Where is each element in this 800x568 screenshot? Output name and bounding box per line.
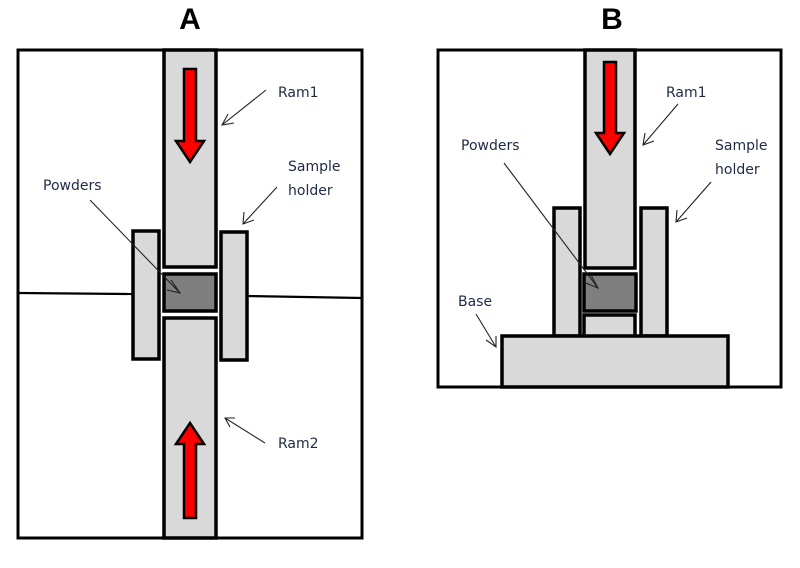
panel-b-powders-leader [503,162,600,290]
panel-a-split-line-right [246,294,363,300]
panel-b-holder-right [639,206,669,338]
panel-a-holder-left [131,229,161,361]
panel-a-ram2-leader [224,417,266,444]
panel-a-split-line-left [17,291,133,296]
panel-a-down-arrow-icon [173,67,207,165]
panel-b-base-leader [475,313,497,349]
panel-a-sample-holder-label-line2: holder [288,183,333,199]
panel-b-sample-holder-label-line2: holder [715,162,760,178]
panel-a-ram2-label: Ram2 [278,436,319,452]
panel-b-down-arrow-icon [593,60,627,157]
panel-b-base-label: Base [458,294,492,310]
panel-a-sample-holder-label-line1: Sample [288,159,341,175]
panel-b-holder-leader [675,181,712,223]
panel-b-ram1-label: Ram1 [666,85,707,101]
panel-a-title: A [179,3,201,36]
panel-b-powders-label: Powders [461,138,520,154]
panel-b: B Ram1 Sa [436,3,783,389]
panel-a-powders-leader [89,199,182,294]
panel-a-ram1-leader [220,89,267,126]
panel-b-base [500,334,730,389]
panel-b-title: B [601,3,623,36]
panel-b-ram1-leader [642,103,679,146]
panel-a-holder-right [219,230,249,362]
panel-b-holder-left [552,206,582,338]
panel-a-powder [162,272,218,313]
panel-b-sample-holder-label-line1: Sample [715,138,768,154]
panel-a-up-arrow-icon [173,420,207,520]
panel-a-ram1-label: Ram1 [278,85,319,101]
panel-a-powders-label: Powders [43,178,102,194]
panel-b-lower-plug [582,313,637,339]
panel-a: A R [16,3,364,540]
panel-a-holder-leader [242,186,278,225]
